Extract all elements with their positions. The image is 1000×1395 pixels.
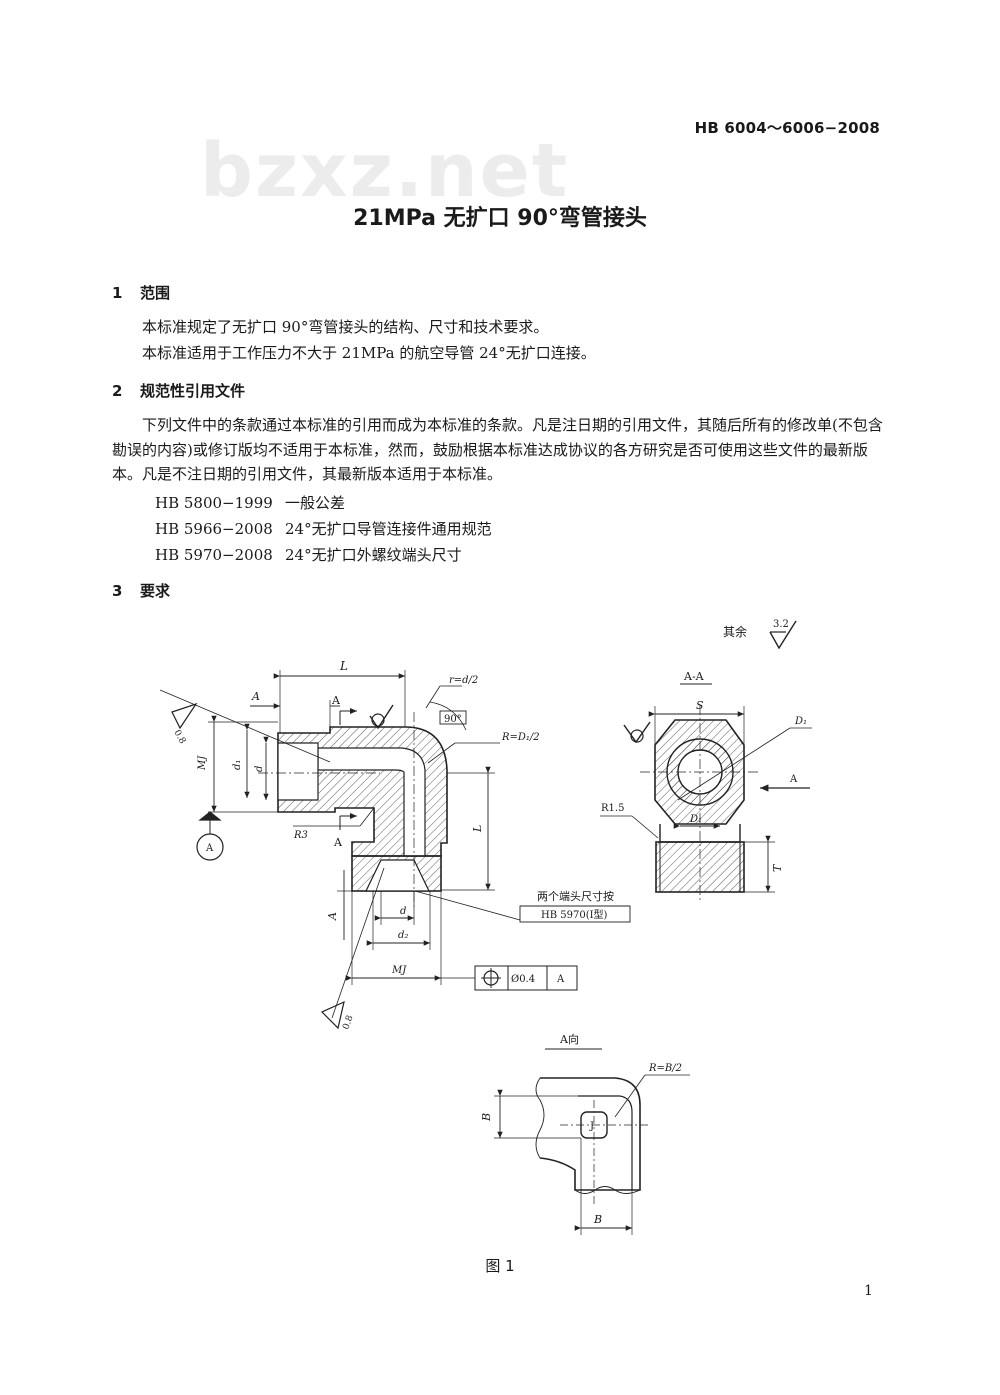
reference-name: 24°无扩口外螺纹端头尺寸 [285,546,462,564]
document-title: 21MPa 无扩口 90°弯管接头 [353,206,647,231]
datum-a-label: A [205,843,214,854]
roughness-value-upper: 0.8 [171,729,187,747]
section-title: 要求 [140,582,171,600]
reference-item: HB 5970−2008 24°无扩口外螺纹端头尺寸 [155,544,462,565]
label-r-d2: r=d/2 [449,675,478,686]
dim-d2-bottom: d₂ [398,930,408,941]
rest-roughness-value: 3.2 [773,619,789,630]
label-r-d1: R=D₁/2 [501,732,540,743]
section-aa-title: A-A [683,670,705,683]
elbow-main-view [159,670,631,1030]
rest-roughness-label: 其余 [723,624,747,639]
dim-a-top: A [251,690,260,703]
section-3-heading: 3 要求 [112,580,170,601]
reference-item: HB 5800−1999 一般公差 [155,492,345,513]
section-1-heading: 1 范围 [112,282,170,303]
section-number: 3 [112,582,123,600]
mark-j: J [589,1121,594,1132]
dim-a-bottom: A [326,912,339,921]
roughness-value-lower: 0.8 [341,1014,355,1031]
section-number: 1 [112,284,123,302]
label-r-b2: R=B/2 [648,1063,682,1074]
dim-l-top: L [339,659,348,673]
page-number: 1 [864,1283,873,1299]
section-title: 规范性引用文件 [140,382,246,400]
section-1-paragraph-2: 本标准适用于工作压力不大于 21MPa 的航空导管 24°无扩口连接。 [142,344,596,362]
section-2-heading: 2 规范性引用文件 [112,380,245,401]
view-a [494,1048,690,1235]
dim-l-right: L [471,825,484,833]
arrow-a-label: A [789,774,798,785]
dim-d-left: d [254,766,265,772]
view-a-title: A向 [559,1032,579,1046]
dim-mj-bottom: MJ [391,965,407,976]
section-marker-top: A [331,694,341,707]
section-1-paragraph-1: 本标准规定了无扩口 90°弯管接头的结构、尺寸和技术要求。 [142,318,549,336]
dim-d1-section: D₁ [794,716,807,727]
reference-code: HB 5966−2008 [155,520,273,538]
dim-d1-left: d₁ [232,760,243,770]
dim-d1-neck: D₁ [689,814,702,825]
dim-b-horizontal: B [593,1213,602,1226]
reference-name: 24°无扩口导管连接件通用规范 [285,520,492,538]
reference-item: HB 5966−2008 24°无扩口导管连接件通用规范 [155,518,492,539]
section-2-paragraph: 下列文件中的条款通过本标准的引用而成为本标准的条款。凡是注日期的引用文件，其随后… [112,416,883,483]
section-number: 2 [112,382,123,400]
position-tolerance-datum: A [556,974,565,985]
reference-code: HB 5970−2008 [155,546,273,564]
figure-caption: 图 1 [485,1257,515,1275]
position-tolerance-value: Ø0.4 [511,974,535,985]
reference-name: 一般公差 [285,494,346,512]
section-aa-view [600,683,812,900]
dim-s: S [696,699,704,712]
roughness-symbol-rest [769,620,797,650]
dim-b-vertical: B [480,1113,493,1122]
label-r1-5: R1.5 [601,803,624,814]
dim-t: T [771,863,784,872]
section-marker-bottom: A [333,836,343,849]
standard-number: HB 6004～6006−2008 [694,119,880,137]
note-line-1: 两个端头尺寸按 [537,889,614,903]
dim-d-bottom: d [400,906,406,917]
note-line-2: HB 5970(I型) [541,908,608,921]
dim-mj-left: MJ [197,755,208,771]
label-90-degree: 90° [444,714,462,725]
label-r3: R3 [293,830,308,841]
section-title: 范围 [140,284,171,302]
reference-code: HB 5800−1999 [155,494,273,512]
watermark: bzxz.net [200,128,570,214]
